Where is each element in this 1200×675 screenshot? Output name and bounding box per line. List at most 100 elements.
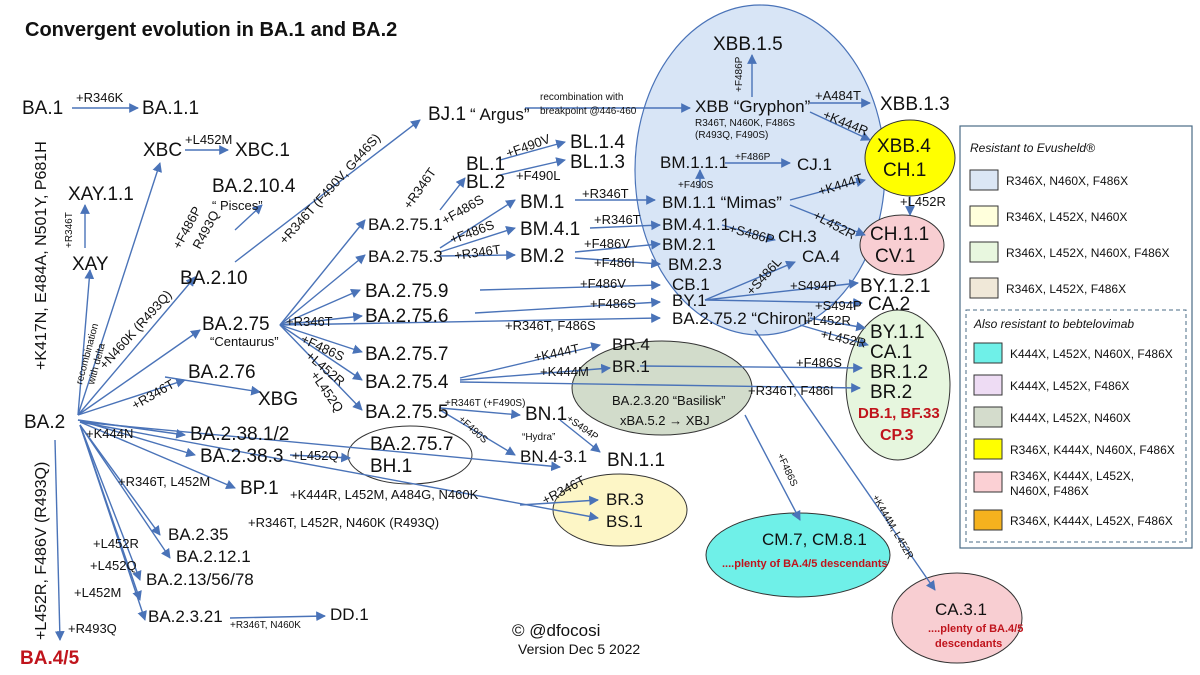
legend: Resistant to Evusheld® R346X, N460X, F48…: [959, 125, 1193, 549]
node-xbb15: XBB.1.5: [713, 34, 783, 55]
legend-swatch: [973, 374, 1003, 396]
arrow: [559, 419, 601, 453]
r346t-xay-label: +R346T: [64, 212, 75, 248]
legend-swatch: [969, 241, 999, 263]
node-by121: BY.1.2.1: [860, 276, 930, 297]
node-ba27552: BA.2.75.2 “Chiron”: [672, 309, 813, 328]
arrow: [519, 495, 599, 506]
arrow: [289, 452, 351, 463]
mut-r346t-f486i: +R346T, F486I: [748, 383, 834, 398]
arrow: [459, 342, 601, 379]
arrow: [77, 329, 201, 416]
node-cb1: CB.1: [672, 275, 710, 294]
arrow: [79, 424, 147, 621]
node-br2: BR.2: [870, 382, 912, 403]
arrow: [809, 111, 871, 141]
arrow: [589, 220, 661, 231]
node-bm41: BM.4.1: [520, 219, 580, 240]
arrow: [439, 407, 521, 420]
mut-f490v: +F490V: [504, 131, 553, 161]
node-bl13: BL.1.3: [570, 152, 625, 173]
node-ba2: BA.2: [24, 412, 65, 433]
mut-r346t-bl: +R346T: [400, 165, 439, 212]
node-ca31: CA.3.1: [935, 600, 987, 619]
arrow: [77, 269, 95, 416]
legend-label: K444X, L452X, N460X: [1010, 411, 1131, 425]
node-br3: BR.3: [606, 490, 644, 509]
legend-swatch: [969, 277, 999, 299]
xbb-mutations: R346T, N460K, F486S: [695, 118, 795, 129]
mut-k444r-long: +K444R, L452M, A484G, N460K: [290, 487, 479, 502]
node-xbc: XBC: [143, 140, 182, 161]
arrow: [79, 424, 171, 559]
arrow: [79, 424, 142, 581]
node-pisces: “ Pisces”: [212, 198, 263, 213]
node-cm7: CM.7, CM.8.1: [762, 530, 867, 549]
legend-swatch: [973, 509, 1003, 531]
node-ba2759: BA.2.75.9: [365, 281, 448, 302]
arrow: [279, 324, 363, 354]
legend-swatch: [973, 406, 1003, 428]
arrow: [164, 376, 261, 396]
node-cp3: CP.3: [880, 427, 914, 444]
node-argus: “ Argus”: [470, 105, 530, 124]
arrow: [77, 162, 162, 416]
node-bm1: BM.1: [520, 192, 564, 213]
mut-l452q-2121: +L452Q: [90, 558, 137, 573]
node-cv1: CV.1: [875, 246, 916, 267]
arrow: [574, 239, 661, 253]
mut-f490s: +F490S: [678, 180, 714, 191]
arrow: [279, 254, 366, 326]
legend-swatch: [969, 205, 999, 227]
legend-label: K444X, L452X, N460X, F486X: [1010, 347, 1173, 361]
node-ba2383: BA.2.38.3: [200, 446, 283, 467]
node-br1: BR.1: [612, 357, 650, 376]
mut-n460k: +N460K (R493Q): [96, 287, 175, 372]
mut-f486s-br: +F486S: [796, 355, 842, 370]
mut-r346t-f490s: +R346T (+F490S): [445, 398, 525, 409]
node-bp1: BP.1: [240, 478, 279, 499]
legend-label: R346X, L452X, F486X: [1006, 282, 1126, 296]
node-plenty2a: ....plenty of BA.4/5: [928, 623, 1023, 635]
node-ba2756: BA.2.75.6: [365, 306, 448, 327]
node-xbb: XBB “Gryphon”: [695, 97, 811, 116]
arrow: [499, 157, 566, 176]
arrow: [279, 219, 366, 326]
mut-f486v: +F486V: [584, 236, 630, 251]
arrow: [279, 313, 661, 326]
node-bn11: BN.1.1: [607, 450, 665, 471]
mut-r346t-l452m: +R346T, L452M: [118, 474, 210, 489]
arrow: [499, 139, 566, 161]
legend-label: R346X, L452X, N460X: [1006, 210, 1127, 224]
mut-f490l: +F490L: [516, 168, 560, 183]
mut-r346k: +R346K: [76, 90, 124, 105]
mut-f486p-up: +F486P: [734, 56, 745, 92]
mut-l452r-ch: +L452R: [900, 194, 946, 209]
node-xbc1: XBC.1: [235, 140, 290, 161]
arrow: [809, 317, 866, 332]
node-bl14: BL.1.4: [570, 132, 625, 153]
credit: © @dfocosi: [512, 621, 600, 640]
arrow: [574, 257, 661, 269]
legend-swatch: [969, 169, 999, 191]
arrow: [639, 363, 863, 373]
arrow: [279, 324, 363, 381]
legend-label: N460X, F486X: [1010, 484, 1089, 498]
node-db1: DB.1, BF.33: [858, 405, 940, 422]
lineage-arrows: [54, 54, 936, 641]
node-by11: BY.1.1: [870, 322, 925, 343]
legend-label: K444X, L452X, F486X: [1010, 379, 1129, 393]
green-region: [845, 309, 951, 461]
node-dd1: DD.1: [330, 605, 369, 624]
arrow: [229, 611, 326, 622]
mut-r346t-275: +R346T: [286, 314, 333, 329]
arrow: [789, 204, 866, 237]
arrow: [279, 289, 361, 326]
legend-label: R346X, K444X, L452X,: [1010, 469, 1134, 483]
mut-r346t-bm2: +R346T: [453, 242, 501, 263]
legend-swatch: [973, 342, 1003, 364]
node-ba2121: BA.2.12.1: [176, 547, 251, 566]
node-xbb13: XBB.1.3: [880, 94, 950, 115]
node-hydra: “Hydra”: [522, 432, 555, 443]
